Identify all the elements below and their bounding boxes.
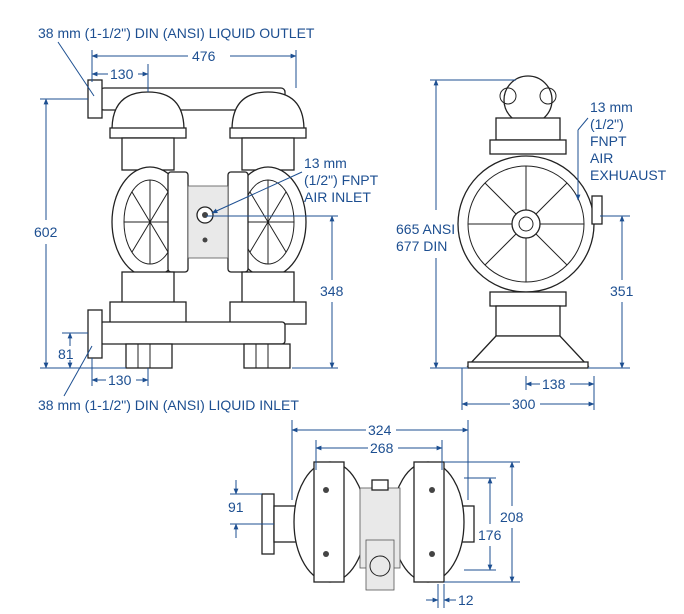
front-view <box>87 79 307 369</box>
dim-width-inner: 268 <box>370 440 394 456</box>
dim-flange-offset-bottom: 130 <box>108 372 132 388</box>
side-dimensions: 665 ANSI 677 DIN 13 mm (1/2") FNPT AIR E… <box>396 79 667 412</box>
side-view <box>457 75 603 369</box>
top-view <box>261 461 475 591</box>
exhaust-line-2: (1/2") <box>590 116 624 132</box>
dim-exhaust-height: 351 <box>610 283 634 299</box>
exhaust-line-5: EXHUAUST <box>590 167 667 183</box>
air-inlet-line-2: (1/2") FNPT <box>304 172 379 188</box>
air-inlet-line-3: AIR INLET <box>304 189 371 205</box>
outlet-label: 38 mm (1-1/2") DIN (ANSI) LIQUID OUTLET <box>38 25 315 41</box>
dim-depth-half: 138 <box>542 376 566 392</box>
dim-flange-width: 91 <box>228 499 244 515</box>
height-ansi: 665 ANSI <box>396 221 455 237</box>
dim-width-total: 476 <box>192 48 216 64</box>
inlet-label: 38 mm (1-1/2") DIN (ANSI) LIQUID INLET <box>38 397 299 413</box>
dim-width-outer: 324 <box>368 422 392 438</box>
dim-depth-total: 300 <box>512 396 536 412</box>
dim-height-total: 602 <box>34 224 58 240</box>
dim-depth-outer: 208 <box>500 509 524 525</box>
dim-offset-small: 12 <box>458 592 474 608</box>
dim-depth-inner: 176 <box>478 527 502 543</box>
top-dimensions: 324 268 91 208 176 12 <box>228 420 524 608</box>
exhaust-line-4: AIR <box>590 150 613 166</box>
height-din: 677 DIN <box>396 238 447 254</box>
exhaust-line-1: 13 mm <box>590 99 633 115</box>
exhaust-line-3: FNPT <box>590 133 627 149</box>
dim-inlet-height: 81 <box>58 346 74 362</box>
dim-flange-offset-top: 130 <box>110 66 134 82</box>
dim-air-inlet-height: 348 <box>320 283 344 299</box>
air-inlet-line-1: 13 mm <box>304 155 347 171</box>
front-dimensions: 38 mm (1-1/2") DIN (ANSI) LIQUID OUTLET … <box>34 25 379 413</box>
